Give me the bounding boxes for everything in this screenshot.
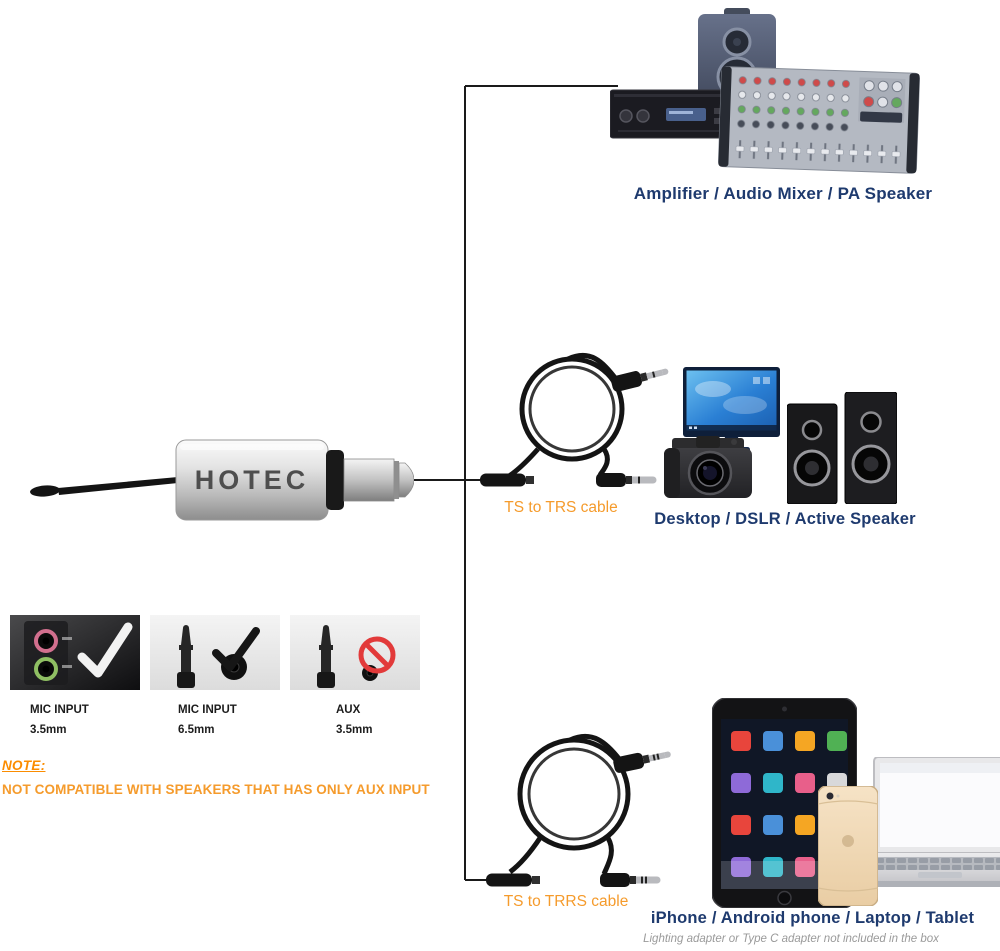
trrs-cable-label: TS to TRRS cable: [503, 893, 629, 910]
amplifier-group-label: Amplifier / Audio Mixer / PA Speaker: [633, 184, 933, 203]
mobile-group-label: iPhone / Android phone / Laptop / Tablet: [650, 909, 975, 927]
compatibility-tiles: MIC INPUT 3.5mm MIC INPUT 6.: [10, 615, 420, 736]
compat-title: MIC INPUT: [30, 704, 89, 716]
note-text: NOT COMPATIBLE WITH SPEAKERS THAT HAS ON…: [2, 782, 430, 797]
tablet-camera-icon: [782, 706, 787, 712]
desktop-group-label: Desktop / DSLR / Active Speaker: [654, 510, 916, 528]
receiver-device: HOTEC: [30, 439, 414, 521]
compat-size: 3.5mm: [336, 724, 373, 736]
compat-item-mic-6_5mm: MIC INPUT 6.5mm: [150, 615, 280, 736]
prohibited-icon: [358, 636, 396, 674]
receiver-quarter-inch-plug: [343, 458, 414, 502]
phone-camera-icon: [826, 792, 834, 800]
receiver-antenna: [30, 477, 178, 497]
audio-mixer-image: [718, 66, 921, 174]
receiver-collar: [326, 450, 344, 510]
desktop-monitor-image: [683, 367, 780, 452]
mic-input-3_5mm-image: [10, 615, 140, 690]
trs-male-plug-icon: [596, 473, 657, 487]
compat-size: 3.5mm: [30, 724, 67, 736]
trrs-plug-icon: [613, 751, 671, 773]
trrs-female-connector-icon: [486, 873, 540, 887]
home-button-icon: [777, 890, 792, 906]
compat-title: AUX: [336, 704, 361, 716]
note-title: NOTE:: [2, 758, 46, 773]
check-icon: [212, 627, 260, 671]
aux-input-image: [290, 615, 420, 690]
trs-female-connector-icon: [480, 473, 534, 487]
compat-size: 6.5mm: [178, 724, 215, 736]
receiver-brand-label: HOTEC: [195, 465, 310, 495]
compat-title: MIC INPUT: [178, 704, 237, 716]
note-block: NOTE: NOT COMPATIBLE WITH SPEAKERS THAT …: [2, 758, 482, 797]
smartphone-image: [818, 786, 878, 906]
mic-input-6_5mm-image: [150, 615, 280, 690]
quarter-inch-plug-icon: [177, 625, 195, 688]
adapter-footnote: Lighting adapter or Type C adapter not i…: [643, 933, 939, 945]
compat-item-aux-3_5mm: AUX 3.5mm: [290, 615, 420, 736]
trs-plug-icon: [611, 368, 669, 392]
laptop-image: [852, 757, 1000, 887]
ts-to-trrs-cable-image: [486, 733, 671, 887]
trrs-male-plug-icon: [600, 873, 661, 887]
quarter-inch-plug-icon: [317, 625, 335, 688]
ts-to-trs-cable-image: [480, 352, 669, 487]
trs-cable-label: TS to TRS cable: [504, 499, 618, 516]
dslr-camera-image: [664, 436, 752, 498]
active-speakers-image: [787, 392, 897, 504]
check-icon: [77, 622, 133, 678]
compat-item-mic-3_5mm: MIC INPUT 3.5mm: [10, 615, 140, 736]
